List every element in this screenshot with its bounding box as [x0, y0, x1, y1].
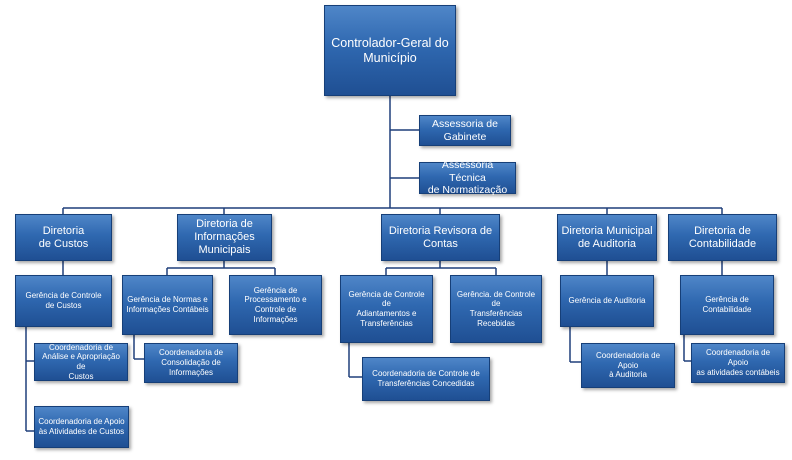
node-coord-apoio-custos: Coordenadoria de Apoio às Atividades de …: [34, 406, 129, 448]
node-gerencia-auditoria: Gerência de Auditoria: [560, 275, 654, 327]
node-gerencia-processamento: Gerência de Processamento e Controle de …: [229, 275, 322, 335]
node-diretoria-revisora-contas: Diretoria Revisora de Contas: [381, 214, 500, 261]
node-gerencia-transferencias-recebidas: Gerência. de Controle de Transferências …: [450, 275, 542, 343]
node-diretoria-informacoes-municipais: Diretoria de Informações Municipais: [177, 214, 272, 261]
node-gerencia-normas-informacoes: Gerência de Normas e Informações Contábe…: [122, 275, 213, 335]
node-diretoria-custos: Diretoria de Custos: [15, 214, 112, 261]
node-coord-apoio-auditoria: Coordenadoria de Apoio à Auditoria: [581, 343, 675, 388]
node-coord-analise-apropriacao: Coordenadoria de Análise e Apropriação d…: [34, 343, 128, 381]
node-gerencia-adiantamentos: Gerência de Controle de Adiantamentos e …: [340, 275, 433, 343]
node-diretoria-contabilidade: Diretoria de Contabilidade: [668, 214, 777, 261]
node-assessoria-tecnica: Assessoria Técnica de Normatização: [419, 159, 516, 196]
node-diretoria-auditoria: Diretoria Municipal de Auditoria: [557, 214, 657, 261]
node-coord-transferencias-concedidas: Coordenadoria de Controle de Transferênc…: [362, 357, 490, 401]
node-controlador-geral: Controlador-Geral do Município: [324, 5, 456, 96]
node-gerencia-contabilidade: Gerência de Contabilidade: [680, 275, 774, 335]
node-coord-consolidacao: Coordenadoria de Consolidação de Informa…: [144, 343, 238, 383]
node-coord-apoio-contabeis: Coordenadoria de Apoio as atividades con…: [691, 343, 785, 383]
node-gerencia-controle-custos: Gerência de Controle de Custos: [15, 275, 112, 327]
node-assessoria-gabinete: Assessoria de Gabinete: [419, 115, 511, 146]
